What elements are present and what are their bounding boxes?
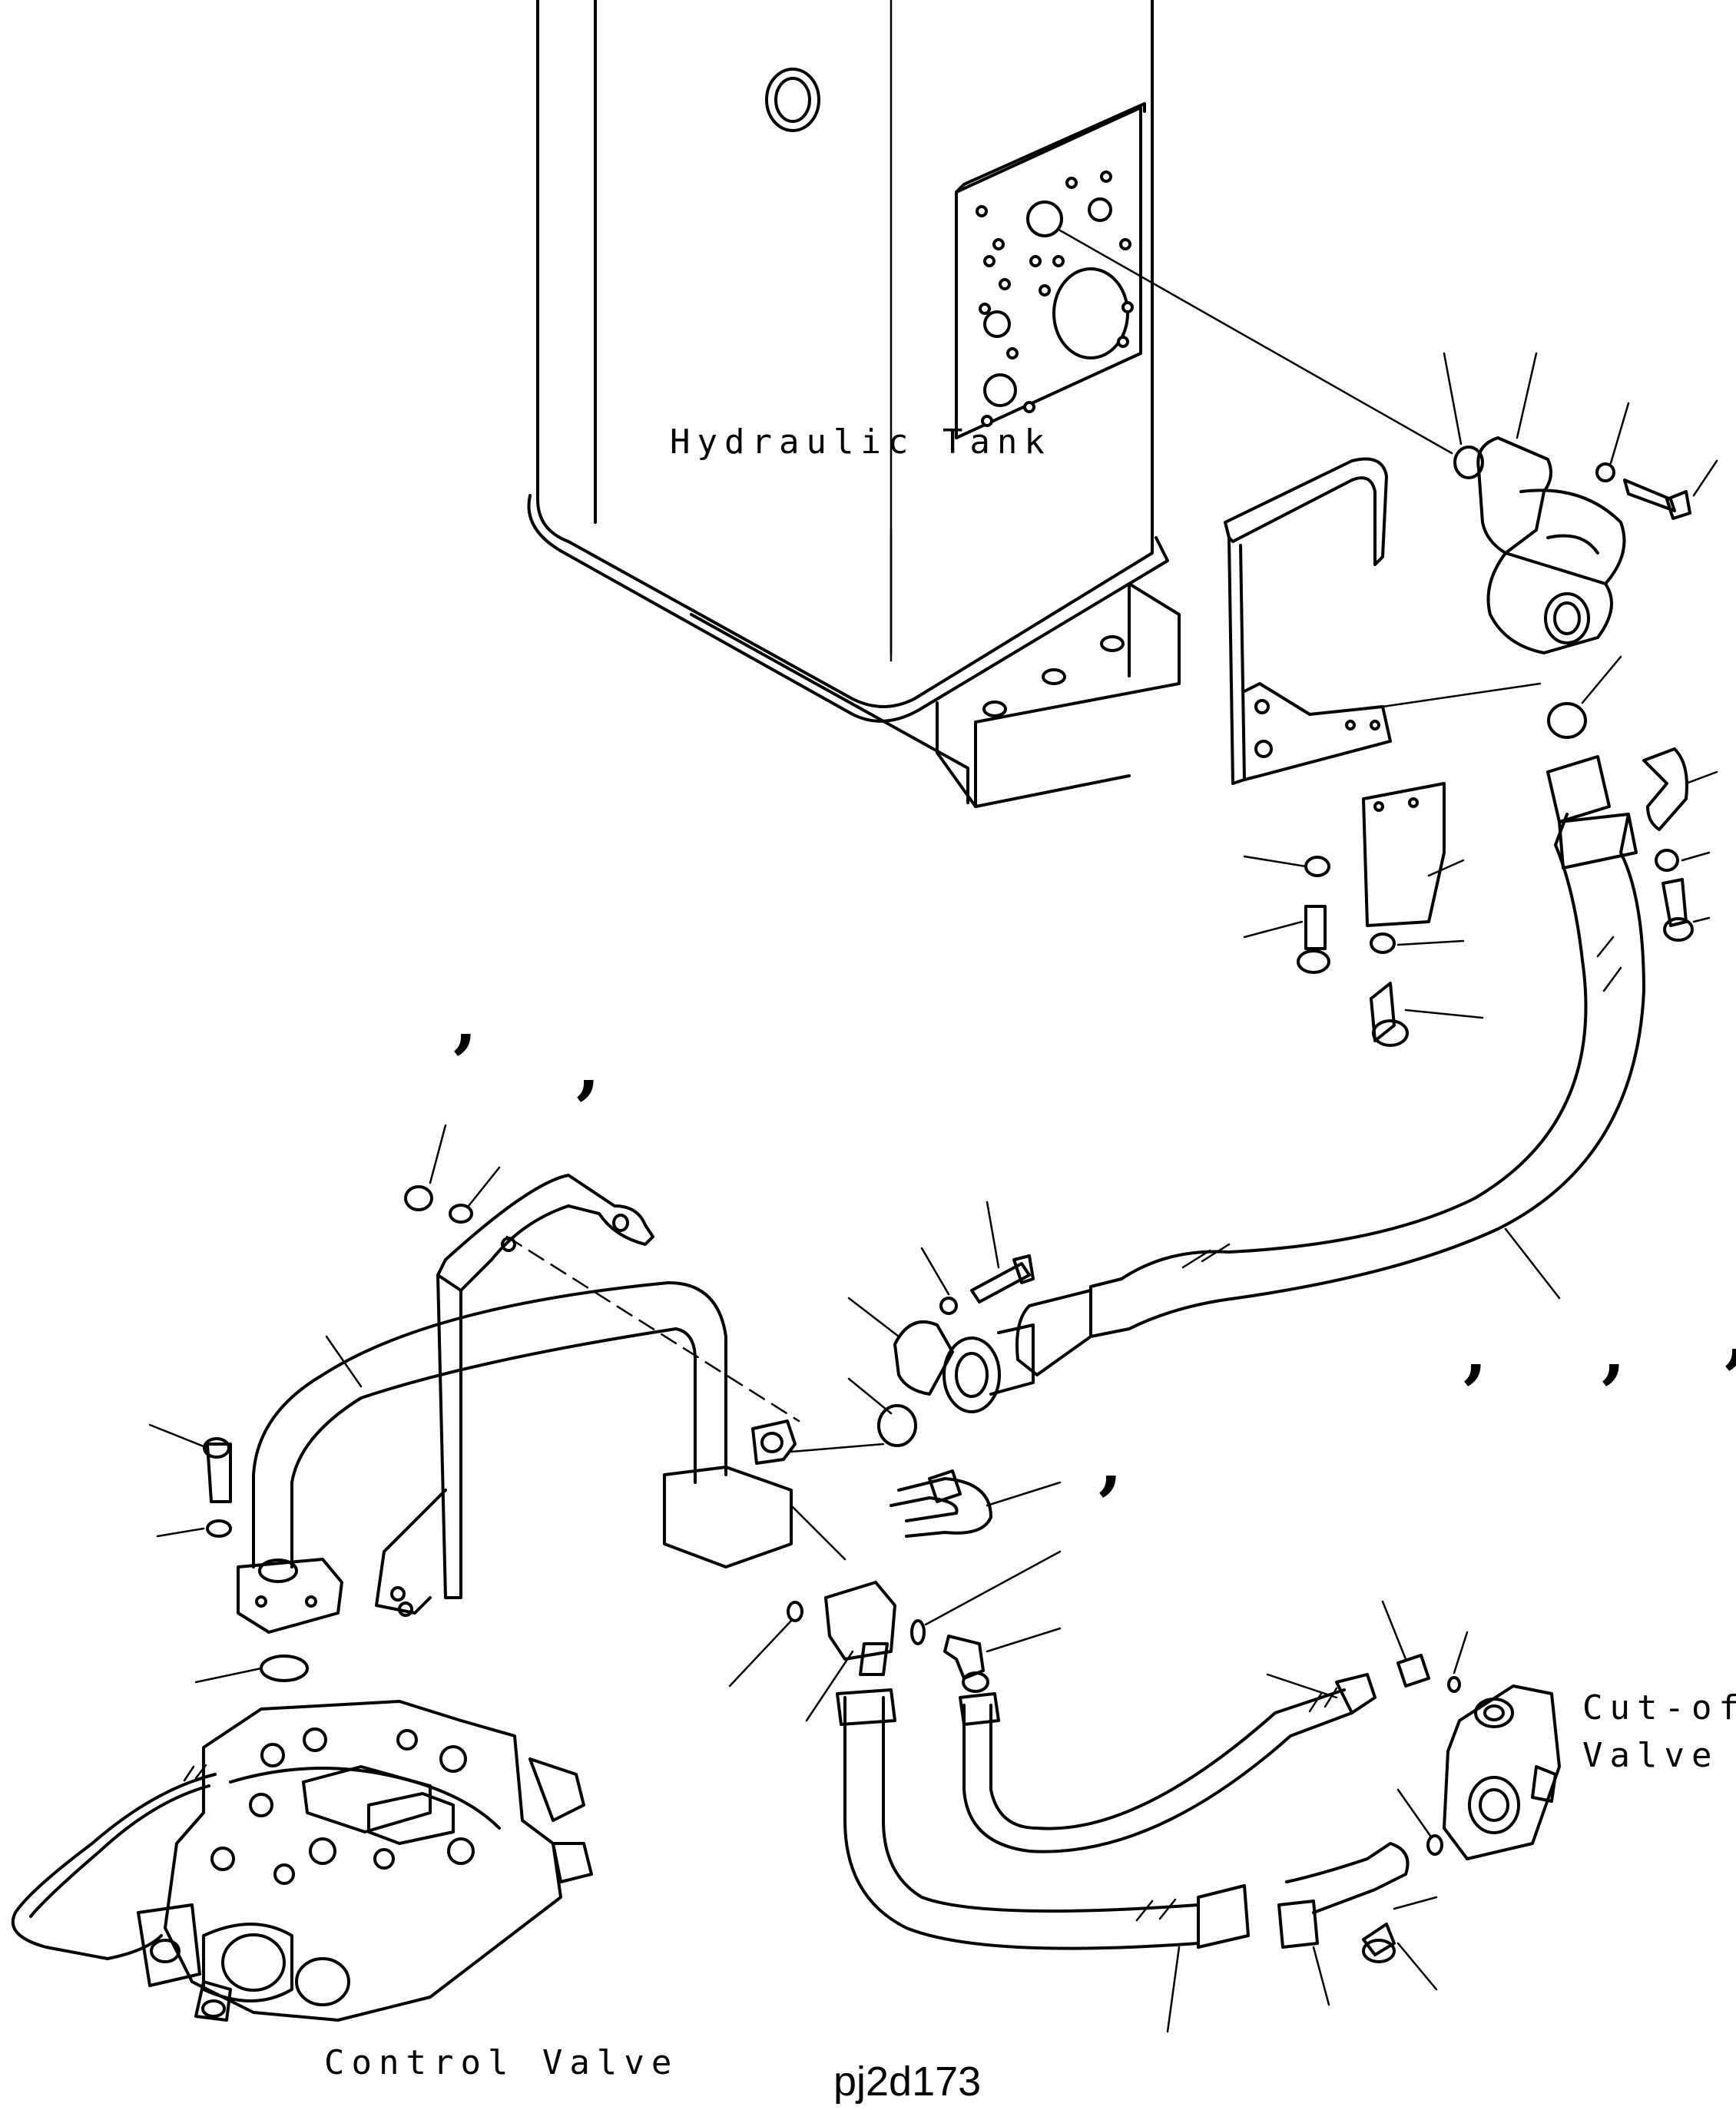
drawing-number: pj2d173 [833, 2059, 981, 2105]
hydraulic-tank [527, 0, 1453, 808]
control-valve [11, 1700, 593, 2022]
cutoff-valve-label-line2: Valve [1582, 1736, 1718, 1775]
svg-text:,: , [453, 980, 477, 1062]
suction-hose [877, 747, 1694, 1447]
cutoff-valve [1277, 1654, 1561, 1963]
hydraulic-tank-label: Hydraulic Tank [670, 422, 1052, 462]
svg-text:,: , [1463, 1310, 1487, 1392]
small-fittings [787, 1469, 992, 1693]
svg-text:,: , [1602, 1310, 1625, 1392]
tank-bracket [1224, 457, 1542, 1047]
return-pipe [203, 1235, 885, 1682]
pilot-hoses [836, 1673, 1377, 1950]
suction-elbow [1453, 436, 1691, 739]
separator-marks: , , , , , , [453, 980, 1736, 1503]
pipe-bracket [375, 1174, 654, 1617]
svg-text:,: , [1724, 1295, 1736, 1376]
svg-text:,: , [576, 1026, 600, 1108]
control-valve-label: Control Valve [324, 2043, 678, 2082]
leader-lines [148, 352, 1718, 2033]
cutoff-valve-label-line1: Cut-off [1582, 1688, 1736, 1727]
svg-text:,: , [1098, 1422, 1122, 1503]
